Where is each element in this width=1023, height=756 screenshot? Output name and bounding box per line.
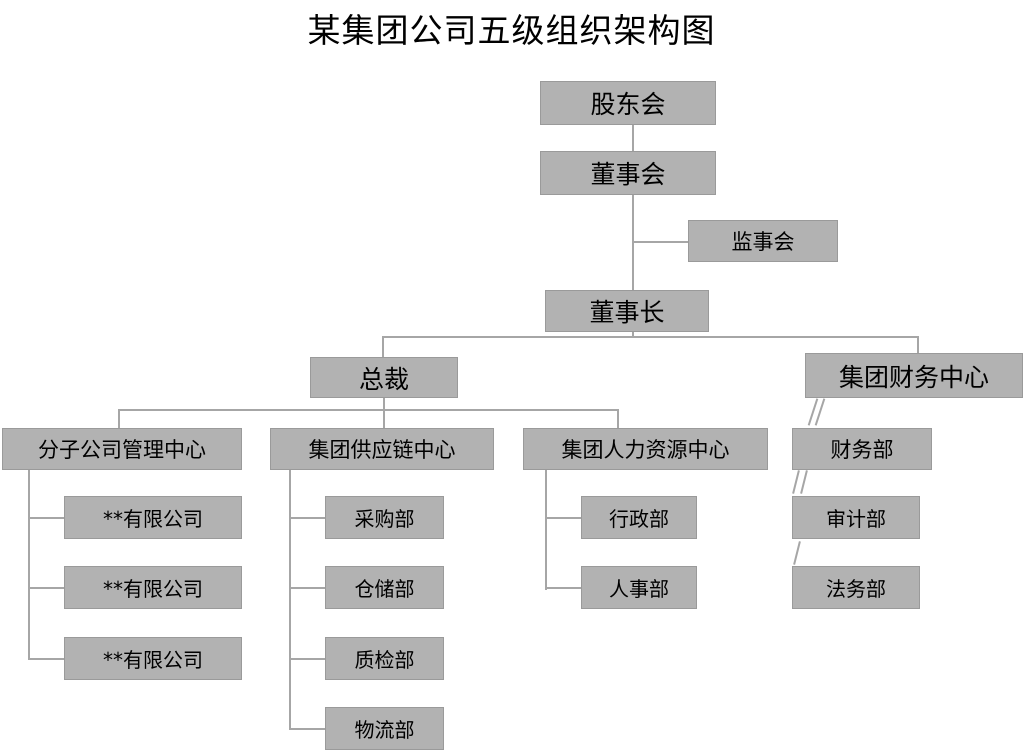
node-logistics-dept[interactable]: 物流部	[325, 707, 444, 750]
node-finance-dept[interactable]: 财务部	[792, 428, 932, 470]
node-subsidiary-1[interactable]: **有限公司	[64, 496, 242, 539]
node-chairman[interactable]: 董事长	[545, 290, 709, 332]
node-group-finance-center[interactable]: 集团财务中心	[805, 353, 1023, 398]
node-subsidiary-2[interactable]: **有限公司	[64, 566, 242, 609]
connector-finance-dept-to-audit-dept-b	[800, 470, 808, 494]
connector-col1-to-sub3	[28, 658, 64, 660]
connector-col1-to-sub2	[28, 587, 64, 589]
node-legal-dept[interactable]: 法务部	[792, 566, 920, 609]
connector-col3-to-hr	[545, 587, 581, 589]
connector-bus-to-president	[382, 336, 384, 357]
node-subsidiary-mgmt-center[interactable]: 分子公司管理中心	[2, 428, 242, 470]
connector-col2-to-purchasing	[289, 517, 325, 519]
node-hr-dept[interactable]: 人事部	[581, 566, 697, 609]
connector-col2-to-warehouse	[289, 587, 325, 589]
connector-shareholders-to-board	[632, 125, 634, 151]
node-president[interactable]: 总裁	[310, 357, 458, 398]
connector-col2-to-quality	[289, 658, 325, 660]
connector-chairman-bus	[382, 336, 919, 338]
connector-president-stem	[383, 398, 385, 410]
node-group-supply-chain-center[interactable]: 集团供应链中心	[270, 428, 494, 470]
connector-col1-spine	[28, 470, 30, 660]
node-board-of-directors[interactable]: 董事会	[540, 151, 716, 195]
connector-bus-to-finance-center	[917, 336, 919, 357]
node-warehouse-dept[interactable]: 仓储部	[325, 566, 444, 609]
connector-col2-spine	[289, 470, 291, 730]
connector-col2-to-logistics	[289, 728, 325, 730]
node-quality-dept[interactable]: 质检部	[325, 637, 444, 680]
connector-col1-to-sub1	[28, 517, 64, 519]
connector-trunk-to-supervisors	[632, 241, 690, 243]
node-shareholders-meeting[interactable]: 股东会	[540, 81, 716, 125]
node-subsidiary-3[interactable]: **有限公司	[64, 637, 242, 680]
node-board-of-supervisors[interactable]: 监事会	[688, 220, 838, 262]
node-purchasing-dept[interactable]: 采购部	[325, 496, 444, 539]
node-admin-dept[interactable]: 行政部	[581, 496, 697, 539]
connector-bus-to-hr-center	[617, 409, 619, 428]
page-title: 某集团公司五级组织架构图	[307, 11, 716, 50]
connector-president-bus	[118, 409, 618, 411]
connector-finance-dept-to-audit-dept	[792, 470, 800, 494]
connector-audit-dept-to-legal-dept	[793, 541, 801, 565]
connector-chairman-stem	[632, 332, 634, 337]
connector-col3-to-admin	[545, 517, 581, 519]
connector-col3-spine	[545, 470, 547, 590]
node-group-hr-center[interactable]: 集团人力资源中心	[523, 428, 768, 470]
connector-bus-to-subsidiary-center	[118, 409, 120, 428]
connector-bus-to-supply-chain-center	[383, 409, 385, 428]
node-audit-dept[interactable]: 审计部	[792, 496, 920, 539]
